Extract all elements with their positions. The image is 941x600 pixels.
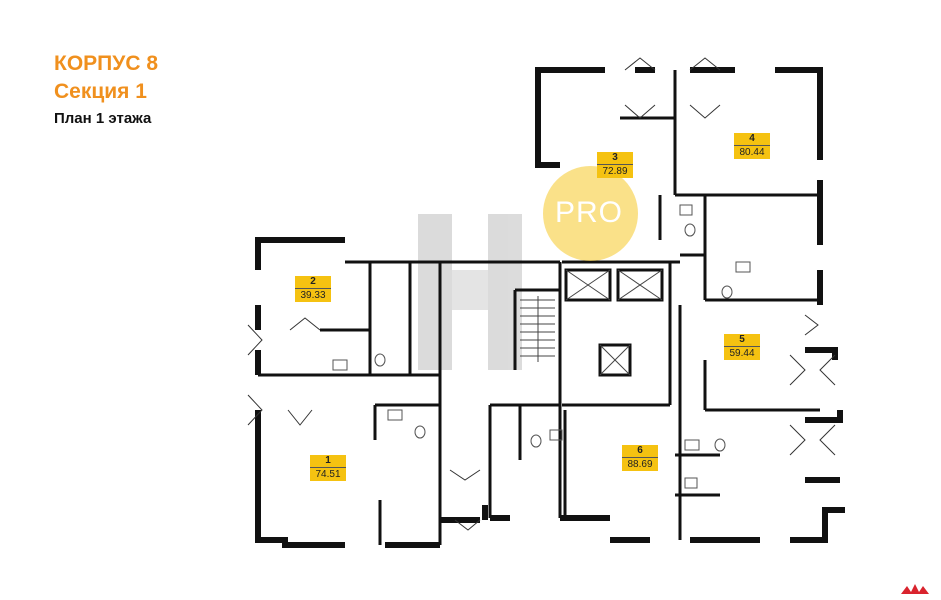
stairs <box>520 296 555 362</box>
pro-badge <box>543 166 638 261</box>
apartment-label-1[interactable]: 1 74.51 <box>310 455 346 481</box>
elevator-marks <box>565 269 663 376</box>
apartment-area: 39.33 <box>300 290 326 301</box>
fixtures <box>332 204 751 489</box>
apartment-number: 3 <box>597 152 633 165</box>
apartment-area: 80.44 <box>739 147 765 158</box>
apartment-label-5[interactable]: 5 59.44 <box>724 334 760 360</box>
apartment-number: 5 <box>724 334 760 347</box>
floor-plan-title: План 1 этажа <box>54 110 152 127</box>
apartment-number: 1 <box>310 455 346 468</box>
pro-watermark-text: PRO <box>555 196 624 229</box>
apartment-area: 59.44 <box>729 348 755 359</box>
apartment-area: 72.89 <box>602 166 628 177</box>
corner-logo-icon <box>901 584 929 594</box>
door-swings <box>247 57 836 531</box>
apartment-area: 74.51 <box>315 469 341 480</box>
apartment-number: 6 <box>622 445 658 458</box>
apartment-area: 88.69 <box>627 459 653 470</box>
outer-walls <box>255 67 845 548</box>
watermark-logo <box>418 214 522 370</box>
apartment-number: 4 <box>734 133 770 146</box>
apartment-label-4[interactable]: 4 80.44 <box>734 133 770 159</box>
section-title: Секция 1 <box>54 80 147 103</box>
apartment-label-2[interactable]: 2 39.33 <box>295 276 331 302</box>
title-block: КОРПУС 8 Секция 1 План 1 этажа <box>54 50 158 130</box>
apartment-number: 2 <box>295 276 331 289</box>
apartment-label-6[interactable]: 6 88.69 <box>622 445 658 471</box>
building-title: КОРПУС 8 <box>54 52 158 75</box>
apartment-label-3[interactable]: 3 72.89 <box>597 152 633 178</box>
inner-walls <box>258 70 820 545</box>
